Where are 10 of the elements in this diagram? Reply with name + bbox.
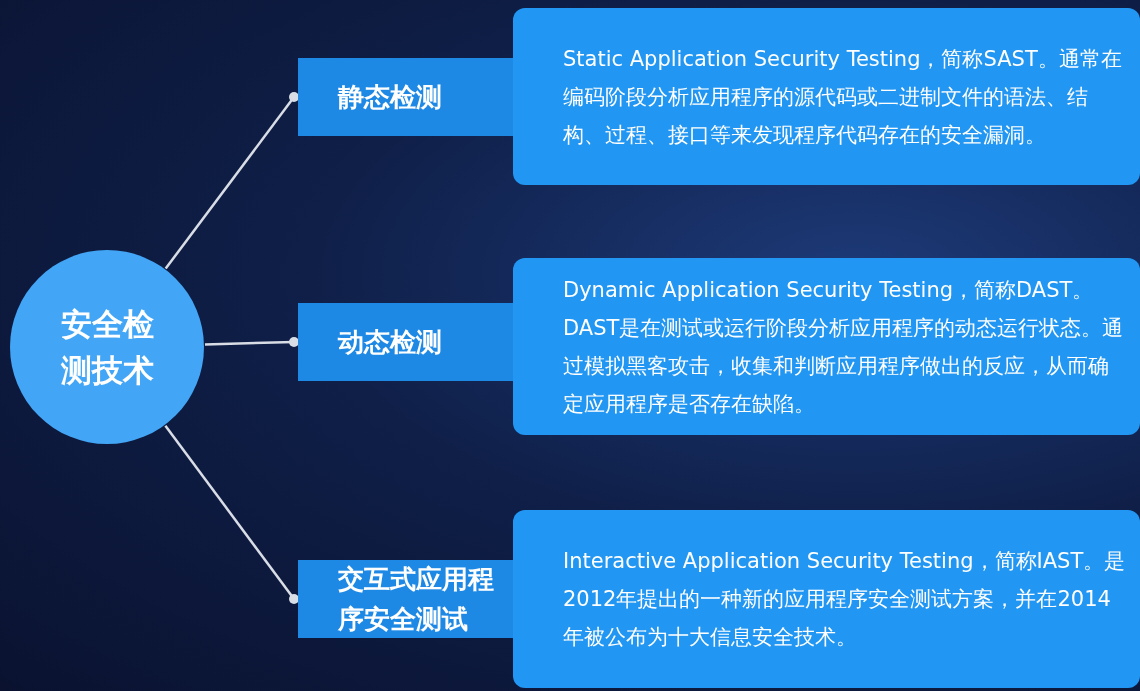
label-box: 动态检测 (298, 303, 513, 381)
description-box: Dynamic Application Security Testing，简称DAST。DAST是在测试或运行阶段分析应用程序的动态运行状态。通过模拟黑客攻击，收集和判断应用程序做出的反应，从而确定应用程序是否存在缺陷。 (513, 258, 1140, 435)
topic-circle: 安全检测技术 (10, 250, 204, 444)
connector-line (164, 92, 299, 270)
connector-line (164, 424, 299, 604)
label-box: 交互式应用程序安全测试 (298, 560, 513, 638)
description-box: Static Application Security Testing，简称SAST。通常在编码阶段分析应用程序的源代码或二进制文件的语法、结构、过程、接口等来发现程序代码存在的安全漏洞。 (513, 8, 1140, 185)
description-box: Interactive Application Security Testing，简称IAST。是2012年提出的一种新的应用程序安全测试方案，并在2014年被公布为十大信息安全技术。 (513, 510, 1140, 688)
label-box: 静态检测 (298, 58, 513, 136)
connector-line (204, 337, 299, 347)
